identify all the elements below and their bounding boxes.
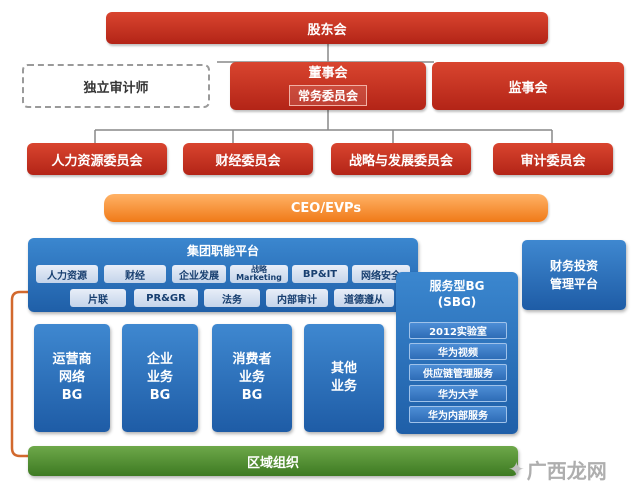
ceo-evps: CEO/EVPs (104, 194, 548, 222)
platform-item: PR&GR (134, 289, 198, 307)
committee-audit: 审计委员会 (493, 143, 613, 175)
platform-item: 战略 Marketing (230, 265, 288, 283)
committee-label: 人力资源委员会 (51, 153, 143, 169)
board-label: 董事会 (308, 66, 348, 81)
committee-label: 审计委员会 (520, 153, 586, 169)
finance-investment-platform: 财务投资 管理平台 (522, 240, 626, 310)
committee-hr: 人力资源委员会 (27, 143, 167, 175)
platform-item: 片联 (70, 289, 126, 307)
platform-item: 道德遵从 (334, 289, 394, 307)
watermark-text: 广西龙网 (526, 458, 607, 483)
bg-consumer: 消费者 业务 BG (212, 324, 292, 432)
bg-carrier-network: 运营商 网络 BG (34, 324, 110, 432)
sbg-title: 服务型BG (SBG) (429, 279, 485, 309)
committee-strategy: 战略与发展委员会 (331, 143, 471, 175)
supervisory-board: 监事会 (432, 62, 624, 110)
supervisory-label: 监事会 (508, 80, 548, 96)
sbg-item: 华为大学 (409, 385, 507, 402)
bg-other: 其他 业务 (304, 324, 384, 432)
platform-item: 企业发展 (172, 265, 226, 283)
regional-label: 区域组织 (246, 455, 299, 471)
platform-item: 财经 (104, 265, 166, 283)
platform-item: 内部审计 (266, 289, 328, 307)
platform-item: 网络安全 (352, 265, 410, 283)
platform-item: 人力资源 (36, 265, 98, 283)
watermark-logo-icon: ✦ (508, 457, 525, 481)
group-functional-platform: 集团职能平台 人力资源 财经 企业发展 战略 Marketing BP&IT 网… (28, 238, 418, 312)
auditor-label: 独立审计师 (83, 80, 149, 96)
committee-finance: 财经委员会 (183, 143, 313, 175)
standing-committee-label: 常务委员会 (288, 85, 367, 106)
committee-label: 财经委员会 (215, 153, 281, 169)
regional-organization: 区域组织 (28, 446, 518, 476)
ceo-label: CEO/EVPs (290, 200, 362, 216)
platform-item: BP&IT (292, 265, 348, 283)
watermark: ✦ 广西龙网 (508, 452, 636, 486)
sbg-item: 供应链管理服务 (409, 364, 507, 381)
shareholders-meeting: 股东会 (106, 12, 548, 44)
independent-auditor: 独立审计师 (22, 64, 210, 108)
platform-title: 集团职能平台 (186, 243, 259, 258)
shareholders-label: 股东会 (307, 22, 347, 38)
sbg-item: 2012实验室 (409, 322, 507, 339)
service-bg: 服务型BG (SBG) 2012实验室 华为视频 供应链管理服务 华为大学 华为… (396, 272, 518, 434)
sbg-item: 华为视频 (409, 343, 507, 360)
bg-enterprise: 企业 业务 BG (122, 324, 198, 432)
board-of-directors: 董事会 常务委员会 (230, 62, 426, 110)
committee-label: 战略与发展委员会 (348, 153, 453, 169)
sbg-item: 华为内部服务 (409, 406, 507, 423)
platform-item: 法务 (204, 289, 260, 307)
